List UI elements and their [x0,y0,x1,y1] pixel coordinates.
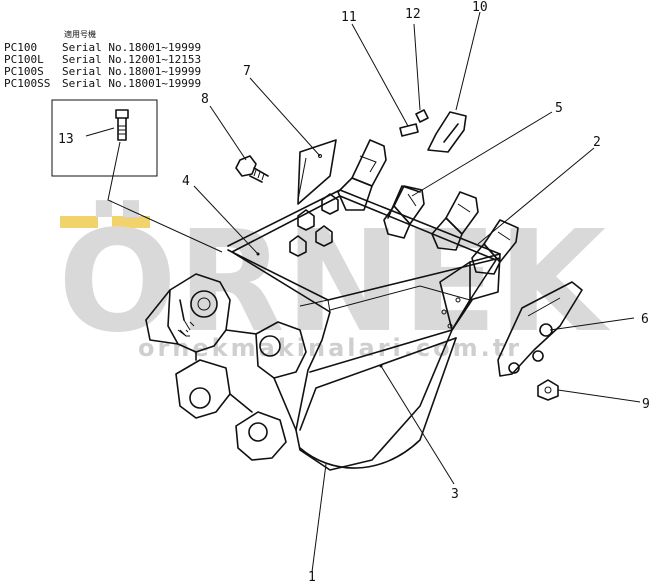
nuts-left [289,193,339,257]
callout-4: 4 [182,174,190,189]
tooth-3 [431,191,479,251]
leader-5 [411,111,553,197]
callout-6: 6 [641,312,649,327]
watermark: ÖRNEK ornekmakinalari.com.tr [58,199,611,364]
serial-model-3: PC100S [4,65,44,78]
watermark-accent-left [60,216,98,228]
leader-7 [249,77,321,157]
leader-12 [413,23,421,111]
callout-13: 13 [58,132,74,147]
callout-8: 8 [201,92,209,107]
leader-10 [455,11,481,111]
leader-2 [477,147,595,245]
leader-8 [209,105,247,161]
lock-11 [399,123,419,137]
leader-lines [193,11,641,573]
leader-4 [193,185,259,255]
callout-11: 11 [341,10,357,25]
serial-number-1: Serial No.18001~19999 [62,41,201,54]
callout-9: 9 [642,397,650,412]
tooth-1 [337,139,387,211]
inset-box-13 [51,99,158,177]
bolt-8 [235,155,269,183]
callout-7: 7 [243,64,251,79]
watermark-accent-right [112,216,150,228]
callout-10: 10 [472,0,488,15]
nut-9 [537,379,559,401]
leader-9 [557,389,641,403]
serial-model-2: PC100L [4,53,44,66]
serial-model-4: PC100SS [4,77,50,90]
callout-1: 1 [308,570,316,584]
serial-number-3: Serial No.18001~19999 [62,65,201,78]
callout-3: 3 [451,487,459,502]
tooth-4 [471,219,519,275]
adapter-5-detached [387,185,421,219]
serial-number-4: Serial No.18001~19999 [62,77,201,90]
leader-13 [107,141,223,253]
callout-numbers: 1 2 3 4 5 6 7 8 9 10 11 12 13 [58,0,650,584]
bolt-13-icon [115,109,129,141]
serial-block: 適用号機 PC100 Serial No.18001~19999 PC100L … [4,29,201,90]
leader-3 [380,365,455,485]
serial-number-2: Serial No.12001~12153 [62,53,201,66]
callout-2: 2 [593,135,601,150]
callout-5: 5 [555,101,563,116]
side-cutter-7 [297,139,337,205]
hinge-brackets [145,273,307,461]
callout-12: 12 [405,7,421,22]
serial-model-1: PC100 [4,41,37,54]
pin-12 [415,109,429,123]
serial-title: 適用号機 [64,29,96,39]
leader-6 [549,317,635,331]
tooth-10 [427,111,467,153]
leader-11 [351,23,409,127]
leader-1 [311,463,327,573]
